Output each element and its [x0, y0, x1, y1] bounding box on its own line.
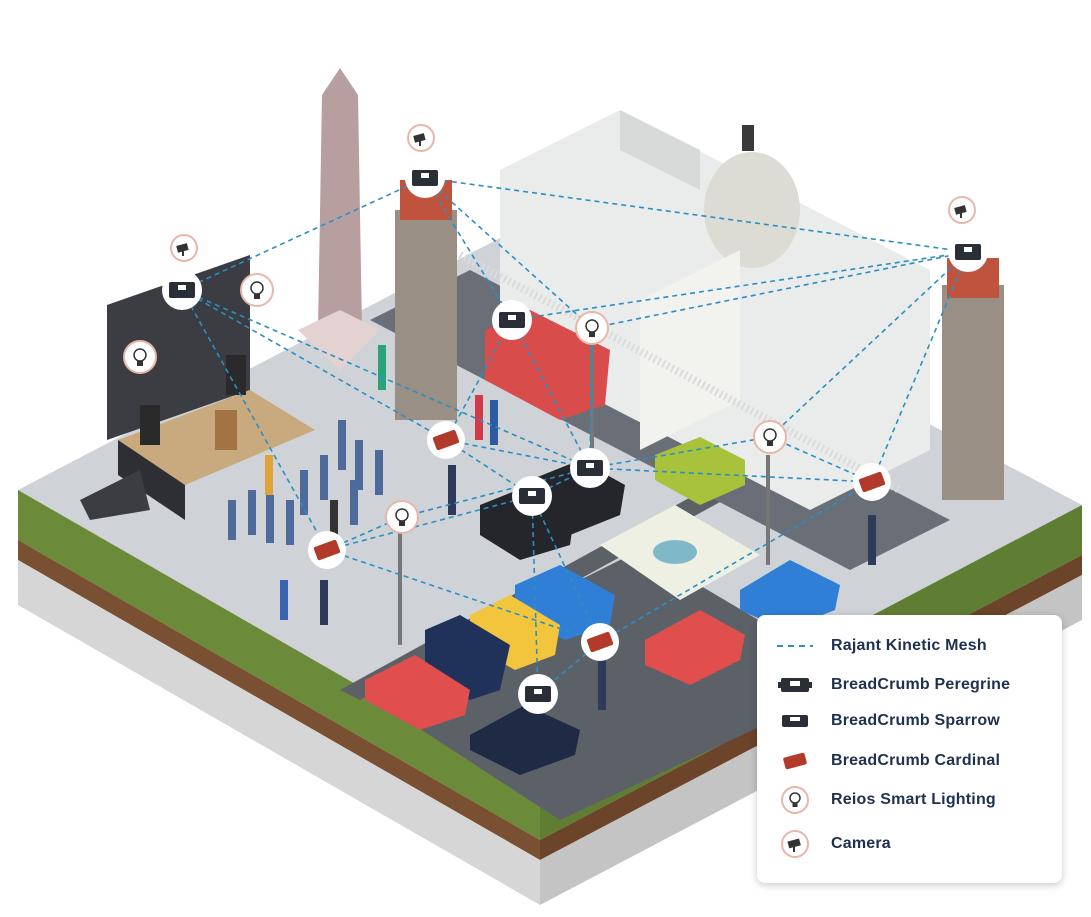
podium [215, 410, 237, 450]
speaker-right [226, 355, 246, 395]
stage-stairs [80, 470, 150, 520]
fence [458, 251, 902, 494]
soil-left [18, 540, 540, 860]
lamp-post-3 [766, 455, 770, 565]
lightbulb-icon [753, 420, 787, 454]
legend-item-lighting: Reios Smart Lighting [775, 783, 996, 817]
left-tower [395, 210, 457, 420]
lightbulb-icon [123, 340, 157, 374]
fountain [653, 540, 697, 564]
sparrow-node-bus [492, 300, 532, 340]
blue-car-2 [740, 560, 840, 630]
legend-item-camera: Camera [775, 827, 891, 861]
grass-edge-left [18, 490, 540, 840]
lightbulb-icon [775, 783, 815, 817]
legend-item-cardinal: BreadCrumb Cardinal [775, 744, 1000, 778]
right-tower [942, 285, 1004, 500]
peregrine-radio-icon [775, 668, 815, 702]
legend-label: Rajant Kinetic Mesh [831, 637, 987, 654]
camera-icon [407, 124, 435, 152]
obelisk [318, 68, 362, 330]
legend-item-sparrow: BreadCrumb Sparrow [775, 704, 1000, 738]
sparrow-node-suv-2 [512, 476, 552, 516]
red-truck-2 [365, 655, 470, 730]
dashed-line-icon [775, 629, 815, 663]
stage-backdrop [107, 255, 250, 440]
green-car [655, 437, 745, 505]
crowd [228, 345, 876, 710]
speaker-left [140, 405, 160, 445]
peregrine-node-stage [162, 270, 202, 310]
cardinal-node-4 [853, 463, 891, 501]
base-left [18, 560, 540, 905]
legend-label: BreadCrumb Cardinal [831, 752, 1001, 769]
capitol-dome [704, 152, 800, 268]
sparrow-radio-icon [775, 704, 815, 738]
cardinal-node-3 [581, 623, 619, 661]
sparrow-node-suv [570, 448, 610, 488]
lamp-post-2 [590, 340, 594, 450]
cardinal-node-1 [427, 421, 465, 459]
legend-item-peregrine: BreadCrumb Peregrine [775, 668, 1010, 702]
sparrow-node-police-car [518, 674, 558, 714]
legend-item-mesh: Rajant Kinetic Mesh [775, 629, 987, 663]
camera-icon [170, 234, 198, 262]
police-car [470, 705, 580, 775]
legend-label: Camera [831, 835, 891, 852]
lamp-post-1 [398, 530, 402, 645]
peregrine-node-right-tower [948, 232, 988, 272]
lightbulb-icon [575, 311, 609, 345]
camera-icon [948, 196, 976, 224]
legend-label: BreadCrumb Peregrine [831, 676, 1011, 693]
legend: Rajant Kinetic Mesh BreadCrumb Peregrine… [757, 615, 1062, 883]
cardinal-node-2 [308, 531, 346, 569]
camera-icon [775, 827, 815, 861]
legend-label: Reios Smart Lighting [831, 791, 996, 808]
cardinal-radio-icon [775, 744, 815, 778]
lightbulb-icon [240, 273, 274, 307]
lightbulb-icon [385, 500, 419, 534]
legend-label: BreadCrumb Sparrow [831, 712, 1000, 729]
red-truck-1 [645, 610, 745, 685]
peregrine-node-left-tower [405, 158, 445, 198]
